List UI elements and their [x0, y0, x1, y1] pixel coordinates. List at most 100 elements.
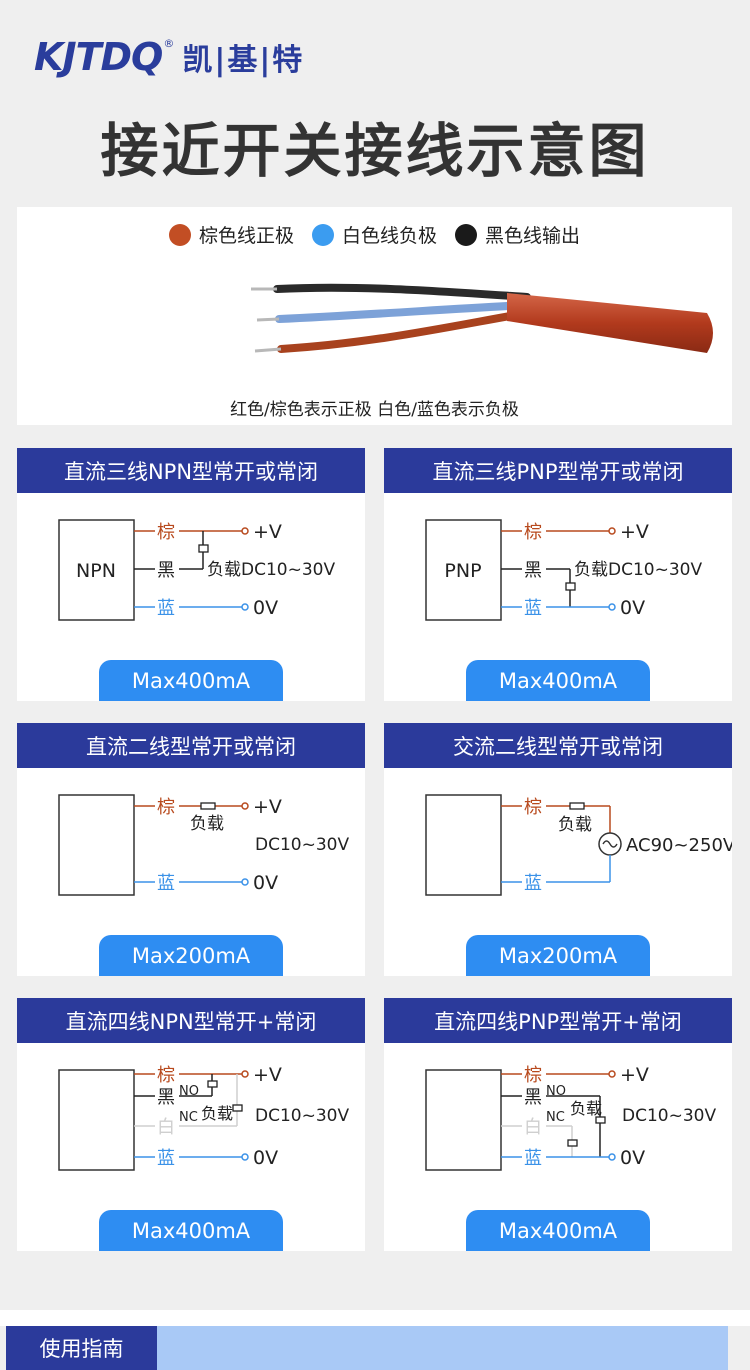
wire-label-blue: 蓝 [524, 598, 542, 619]
wire-label-blue: 蓝 [524, 1148, 542, 1169]
zero-v-label: 0V [620, 1147, 645, 1169]
max-current-badge: Max400mA [466, 660, 650, 701]
logo-text-cn: 凯|基|特 [182, 43, 305, 78]
wire-label-blue: 蓝 [157, 873, 175, 894]
usage-guide-tab[interactable]: 使用指南 [6, 1326, 157, 1370]
wire-label-blue: 蓝 [524, 873, 542, 894]
max-current-badge: Max400mA [466, 1210, 650, 1251]
legend-item-brown: 棕色线正极 [168, 221, 294, 248]
max-current-badge: Max200mA [99, 935, 283, 976]
sensor-box [425, 1069, 502, 1171]
brown-dot-icon [168, 223, 191, 246]
terminal-icon [608, 603, 616, 611]
voltage-label: AC90~250V [626, 835, 732, 856]
legend-item-white: 白色线负极 [311, 221, 437, 248]
load-resistor-icon [200, 802, 216, 810]
max-current-badge: Max400mA [99, 1210, 283, 1251]
legend-label: 白色线负极 [341, 225, 437, 247]
wire-label-brown: 棕 [524, 797, 542, 818]
nc-label: NC [546, 1110, 565, 1125]
panel-ac-2wire: 交流二线型常开或常闭 棕 负载 AC90~250V 蓝 Max200mA [384, 723, 732, 976]
wire-label-black: 黑 [524, 1087, 542, 1108]
wire-color-card: 棕色线正极 白色线负极 黑色线输出 红色/棕色表示正极 白色/ [17, 207, 732, 425]
sensor-label: NPN [76, 560, 116, 582]
load-label: 负载 [558, 815, 592, 835]
terminal-icon [608, 1070, 616, 1078]
page-title: 接近开关接线示意图 [100, 117, 650, 185]
sensor-box [58, 519, 135, 621]
wire-label-white: 白 [157, 1117, 175, 1138]
terminal-icon [241, 1070, 249, 1078]
no-label: NO [179, 1084, 199, 1099]
plus-v-label: +V [253, 521, 282, 543]
sensor-box [425, 794, 502, 896]
load-resistor-icon [569, 802, 585, 810]
plus-v-label: +V [620, 1064, 649, 1086]
ac-2wire-diagram: 棕 负载 AC90~250V 蓝 [425, 794, 732, 896]
panel-title: 直流四线PNP型常开+常闭 [384, 998, 732, 1043]
panel-title: 交流二线型常开或常闭 [384, 723, 732, 768]
plus-v-label: +V [253, 1064, 282, 1086]
dc-2wire-diagram: 棕 负载 +V DC10~30V 蓝 0V [58, 794, 349, 896]
load-resistor-icon [565, 582, 576, 591]
sensor-label: PNP [444, 560, 481, 582]
load-label: 负载 [190, 814, 224, 834]
panel-title: 直流三线NPN型常开或常闭 [17, 448, 365, 493]
sensor-box [58, 794, 135, 896]
panel-title: 直流二线型常开或常闭 [17, 723, 365, 768]
panel-npn-3wire: 直流三线NPN型常开或常闭 NPN 棕 +V 黑 负载DC10~30V 蓝 0V… [17, 448, 365, 701]
panel-npn-4wire: 直流四线NPN型常开+常闭 棕 +V 黑 NO 白 NC 负载 DC10~30V… [17, 998, 365, 1251]
terminal-icon [241, 527, 249, 535]
wire-legend: 棕色线正极 白色线负极 黑色线输出 [17, 221, 732, 248]
wire-label-blue: 蓝 [157, 598, 175, 619]
terminal-icon [241, 802, 249, 810]
zero-v-label: 0V [253, 1147, 278, 1169]
wire-label-white: 白 [524, 1117, 542, 1138]
legend-label: 棕色线正极 [198, 225, 294, 247]
pnp-3wire-diagram: PNP 棕 +V 黑 负载DC10~30V 蓝 0V [425, 519, 702, 621]
load-label: 负载DC10~30V [574, 560, 702, 580]
load-label: 负载DC10~30V [207, 560, 335, 580]
load-label: 负载 [201, 1104, 233, 1123]
pnp-4wire-diagram: 棕 +V 黑 NO 白 NC 负载 DC10~30V 蓝 0V [425, 1064, 716, 1171]
black-dot-icon [455, 223, 477, 246]
npn-3wire-diagram: NPN 棕 +V 黑 负载DC10~30V 蓝 0V [58, 519, 335, 621]
terminal-icon [241, 878, 249, 886]
load-resistor-icon [232, 1104, 243, 1112]
load-resistor-icon [567, 1139, 578, 1147]
wire-label-brown: 棕 [524, 522, 542, 543]
cable-image [251, 283, 713, 353]
terminal-icon [241, 1153, 249, 1161]
npn-4wire-diagram: 棕 +V 黑 NO 白 NC 负载 DC10~30V 蓝 0V [58, 1064, 349, 1171]
panel-pnp-4wire: 直流四线PNP型常开+常闭 棕 +V 黑 NO 白 NC 负载 DC10~30V… [384, 998, 732, 1251]
usage-guide-bar [157, 1326, 728, 1370]
logo-text-en: KJTDQ [34, 35, 163, 79]
terminal-icon [608, 527, 616, 535]
header: KJTDQ ® 凯|基|特 接近开关接线示意图 [0, 0, 750, 200]
brand-logo: KJTDQ ® 凯|基|特 [34, 32, 304, 82]
wire-label-black: 黑 [157, 560, 175, 581]
wire-label-black: 黑 [157, 1087, 175, 1108]
load-resistor-icon [595, 1116, 606, 1124]
load-resistor-icon [207, 1080, 218, 1088]
blue-dot-icon [311, 223, 334, 246]
wire-label-brown: 棕 [157, 1065, 175, 1086]
legend-item-black: 黑色线输出 [455, 221, 580, 248]
panel-dc-2wire: 直流二线型常开或常闭 棕 负载 +V DC10~30V 蓝 0V Max200m… [17, 723, 365, 976]
voltage-label: DC10~30V [255, 835, 349, 855]
plus-v-label: +V [253, 796, 282, 818]
wire-label-brown: 棕 [157, 797, 175, 818]
sensor-box [425, 519, 502, 621]
panel-pnp-3wire: 直流三线PNP型常开或常闭 PNP 棕 +V 黑 负载DC10~30V 蓝 0V… [384, 448, 732, 701]
voltage-label: DC10~30V [255, 1106, 349, 1126]
sensor-box [58, 1069, 135, 1171]
zero-v-label: 0V [253, 872, 278, 894]
registered-mark: ® [163, 36, 175, 50]
panel-title: 直流三线PNP型常开或常闭 [384, 448, 732, 493]
wire-label-brown: 棕 [157, 522, 175, 543]
load-resistor-icon [198, 544, 209, 553]
usage-guide-section: 使用指南 [6, 1326, 728, 1370]
voltage-label: DC10~30V [622, 1106, 716, 1126]
terminal-icon [241, 603, 249, 611]
nc-label: NC [179, 1110, 198, 1125]
